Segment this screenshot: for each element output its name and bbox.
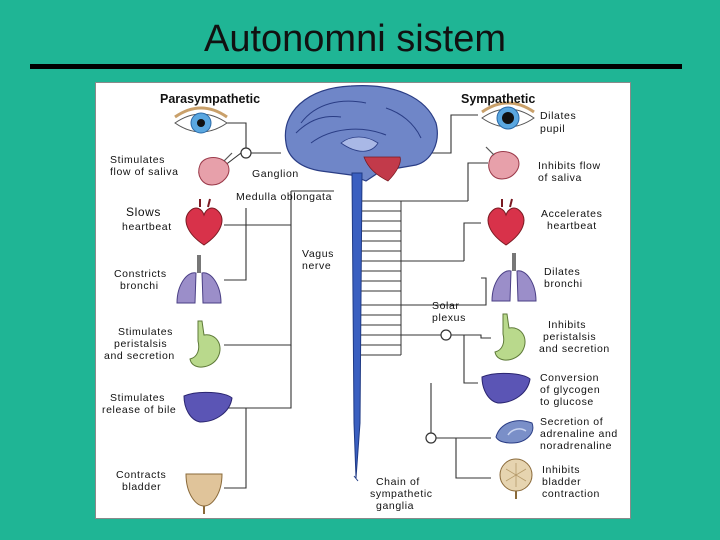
left-liver-icon <box>183 391 233 423</box>
diagram-panel: Parasympathetic Sympathetic Ganglion Med… <box>95 82 631 519</box>
vagus-nerve-label: Vagus nerve <box>302 248 338 272</box>
slide-title: Autonomni sistem <box>203 18 506 60</box>
adrenal-gland-icon <box>495 420 534 444</box>
right-liver-icon <box>481 372 531 404</box>
autonomic-nervous-system-diagram: Parasympathetic Sympathetic Ganglion Med… <box>102 85 621 514</box>
right-lungs-label: Dilates bronchi <box>544 266 584 290</box>
right-eye-icon <box>481 101 535 130</box>
sympathetic-chain-links <box>358 200 468 356</box>
nerve-line-right-adrenal <box>430 383 491 439</box>
nerve-line-right-lungs <box>441 277 487 306</box>
right-lungs-icon <box>491 253 537 302</box>
left-heart-icon <box>185 198 223 246</box>
right-adrenal-label: Secretion of adrenaline and noradrenalin… <box>540 416 621 452</box>
nerve-line-left-lungs <box>224 225 247 281</box>
right-liver-label: Conversion of glycogen to glucose <box>540 372 604 408</box>
right-salivary-gland-icon <box>485 146 520 180</box>
left-stomach-icon <box>189 320 221 368</box>
right-stomach-icon <box>494 313 526 361</box>
nerve-line-right-eye <box>421 114 478 154</box>
sympathetic-header: Sympathetic <box>461 92 535 106</box>
ganglion-circle-solar <box>440 329 452 341</box>
nerve-line-right-stomach <box>446 334 491 339</box>
right-heart-icon <box>487 198 525 246</box>
brain <box>284 85 438 182</box>
nerve-line-left-bladder <box>224 408 247 489</box>
left-saliva-label: Stimulates flow of saliva <box>110 154 179 178</box>
right-bladder-label: Inhibits bladder contraction <box>542 464 600 500</box>
nerve-line-right-saliva <box>467 162 488 201</box>
right-bladder-icon <box>499 458 533 499</box>
ganglion-label: Ganglion <box>252 168 299 180</box>
left-lungs-label: Constricts bronchi <box>114 268 170 292</box>
ganglion-circles <box>240 147 452 444</box>
solar-plexus-label: Solar plexus <box>432 300 466 324</box>
nerve-line-left-heart <box>224 208 247 226</box>
left-eye-icon <box>174 106 228 134</box>
parasympathetic-header: Parasympathetic <box>160 92 260 106</box>
ganglion-circle-adrenal <box>425 432 437 444</box>
spinal-cord <box>351 172 363 482</box>
left-liver-label: Stimulates release of bile <box>102 392 176 416</box>
nerve-lines <box>223 114 491 489</box>
nerve-line-left-stomach <box>224 191 292 346</box>
left-bladder-label: Contracts bladder <box>116 469 170 493</box>
right-eye-label: Dilates pupil <box>540 110 580 135</box>
left-bladder-icon <box>185 473 223 514</box>
right-heart-label: Accelerates heartbeat <box>541 208 606 232</box>
right-saliva-label: Inhibits flow of saliva <box>538 160 604 184</box>
nerve-line-right-heart <box>463 222 481 261</box>
chain-of-sympathetic-ganglia-label: Chain of sympathetic ganglia <box>370 476 436 512</box>
left-lungs-icon <box>176 255 222 304</box>
left-heart-label: Slows heartbeat <box>122 205 172 233</box>
nerve-line-right-bladder <box>455 438 491 479</box>
medulla-oblongata-label: Medulla oblongata <box>236 191 332 203</box>
left-salivary-gland-icon <box>198 152 233 186</box>
nerve-line-left-liver <box>224 345 292 409</box>
title-divider <box>30 64 682 69</box>
nerve-line-left-eye <box>224 122 281 154</box>
cerebellum-shape <box>363 156 401 182</box>
ganglion-circle-head <box>240 147 252 159</box>
nerve-line-right-liver <box>463 335 478 384</box>
left-stomach-label: Stimulates peristalsis and secretion <box>104 326 177 362</box>
right-stomach-label: Inhibits peristalsis and secretion <box>539 319 610 355</box>
